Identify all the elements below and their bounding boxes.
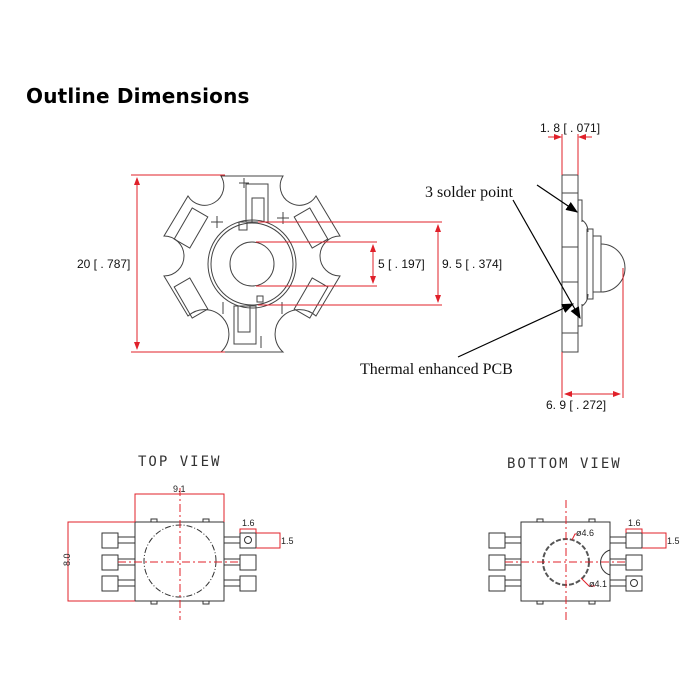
- bottom-view-dimensions: [505, 500, 667, 620]
- top-pad-width-label: 1.6: [242, 518, 255, 528]
- inner-dimension-label: 5 [ . 197]: [378, 257, 425, 271]
- depth-dimension-label: 6. 9 [ . 272]: [546, 398, 606, 412]
- top-pin-marked: [239, 532, 257, 549]
- side-view: [561, 174, 626, 353]
- thermal-pcb-callout: Thermal enhanced PCB: [360, 361, 513, 378]
- star-dimensions: [131, 174, 442, 353]
- height-dimension-label: 20 [ . 787]: [77, 257, 130, 271]
- top-pad-height-label: 1.5: [281, 536, 294, 546]
- side-lens: [600, 243, 626, 293]
- thickness-dimension-label: 1. 8 [ . 071]: [540, 121, 600, 135]
- side-led-base: [586, 228, 594, 300]
- pad-lower-right: [293, 277, 329, 319]
- led-ring: [210, 222, 294, 306]
- pad-upper-left: [173, 207, 209, 249]
- bottom-pin-marked: [625, 575, 643, 592]
- pad-lower-left: [173, 277, 209, 319]
- solder-point-callout: 3 solder point: [425, 184, 514, 201]
- star-outline: [163, 175, 341, 353]
- bottom-outer-diameter-label: ø4.6: [576, 528, 594, 538]
- bottom-view-heading: BOTTOM VIEW: [507, 456, 622, 472]
- top-width-label: 9.1: [173, 484, 186, 494]
- page-title: Outline Dimensions: [26, 84, 250, 108]
- led-lens: [229, 241, 275, 287]
- terminal-top: [245, 183, 269, 223]
- pad-upper-right: [293, 207, 329, 249]
- top-view-heading: TOP VIEW: [138, 454, 221, 470]
- side-pcb: [561, 174, 579, 353]
- bottom-pad-width-label: 1.6: [628, 518, 641, 528]
- top-height-label: 8.0: [62, 553, 72, 566]
- top-view-dimensions: [67, 488, 281, 620]
- star-pcb: [163, 175, 341, 353]
- bottom-pad-height-label: 1.5: [667, 536, 680, 546]
- bottom-notch: [600, 549, 611, 576]
- outer-dimension-label: 9. 5 [ . 374]: [442, 257, 502, 271]
- terminal-bottom: [233, 305, 257, 345]
- bottom-inner-diameter-label: ø4.1: [589, 579, 607, 589]
- side-dimensions: [548, 134, 624, 398]
- led-outer-ring: [207, 219, 297, 309]
- callout-arrows: [457, 184, 581, 358]
